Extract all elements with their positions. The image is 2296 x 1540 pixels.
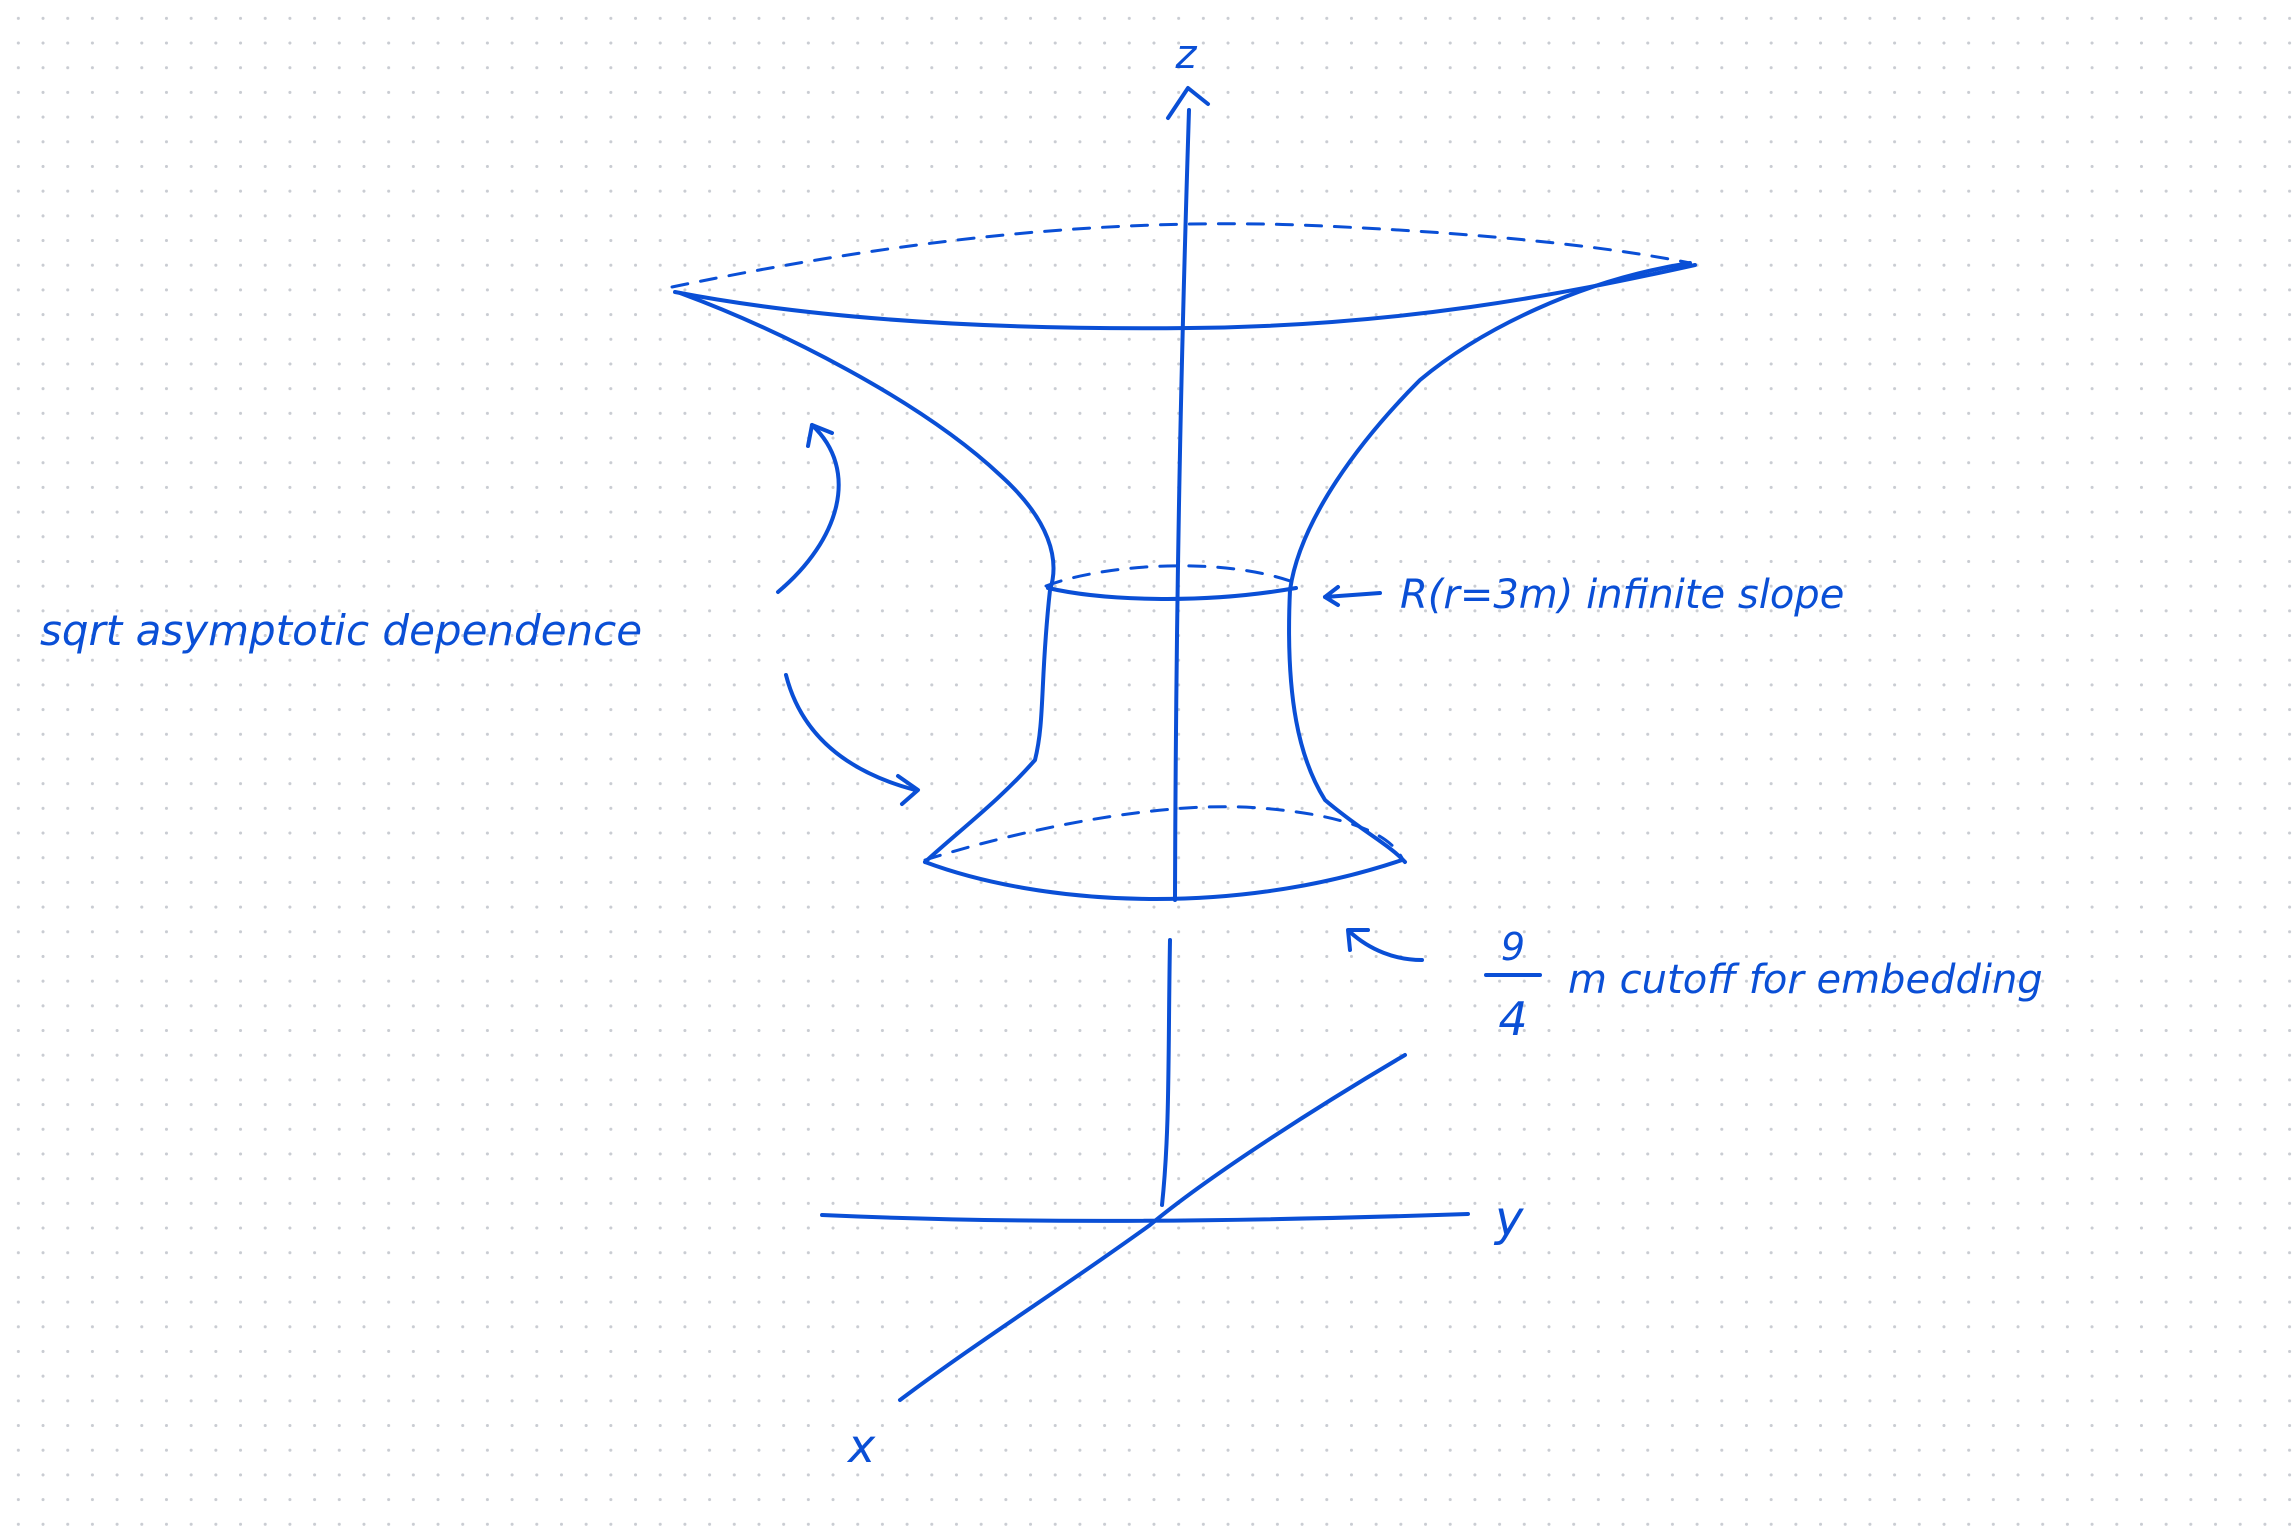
sqrt-arrow-upper bbox=[776, 423, 841, 594]
throat-ring-back bbox=[1044, 564, 1298, 588]
cutoff-arrow bbox=[1348, 930, 1424, 962]
z-axis-arrowhead bbox=[1166, 86, 1210, 120]
bottom-rim-front bbox=[923, 858, 1404, 901]
funnel-right-side bbox=[1287, 261, 1692, 864]
throat-infinite-slope-note: R(r=3m) infinite slope bbox=[1400, 572, 1844, 618]
cutoff-embedding-note: m cutoff for embedding bbox=[1568, 957, 2043, 1003]
throat-arrow-head bbox=[1323, 585, 1340, 607]
cutoff-numerator: 9 bbox=[1501, 925, 1525, 969]
bottom-rim-back bbox=[923, 805, 1404, 862]
throat-arrow bbox=[1323, 591, 1382, 599]
top-rim-front bbox=[673, 263, 1697, 331]
z-axis-upper bbox=[1173, 108, 1191, 902]
y-axis-label: y bbox=[1493, 1191, 1524, 1247]
sqrt-arrow-upper-head bbox=[806, 423, 834, 448]
sqrt-asymptotic-note: sqrt asymptotic dependence bbox=[40, 606, 642, 655]
y-axis bbox=[820, 1212, 1470, 1223]
sqrt-arrow-lower bbox=[784, 673, 917, 792]
x-axis-label: x bbox=[846, 1419, 876, 1473]
z-axis-label: z bbox=[1175, 32, 1198, 78]
throat-ring-front bbox=[1046, 586, 1298, 601]
cutoff-denominator: 4 bbox=[1498, 992, 1527, 1046]
sqrt-arrow-lower-head bbox=[896, 774, 920, 806]
z-axis-lower bbox=[1160, 938, 1172, 1207]
cutoff-arrow-head bbox=[1346, 928, 1370, 952]
funnel-left-side bbox=[678, 291, 1056, 864]
x-axis bbox=[898, 1053, 1407, 1402]
top-rim-back bbox=[670, 222, 1692, 289]
